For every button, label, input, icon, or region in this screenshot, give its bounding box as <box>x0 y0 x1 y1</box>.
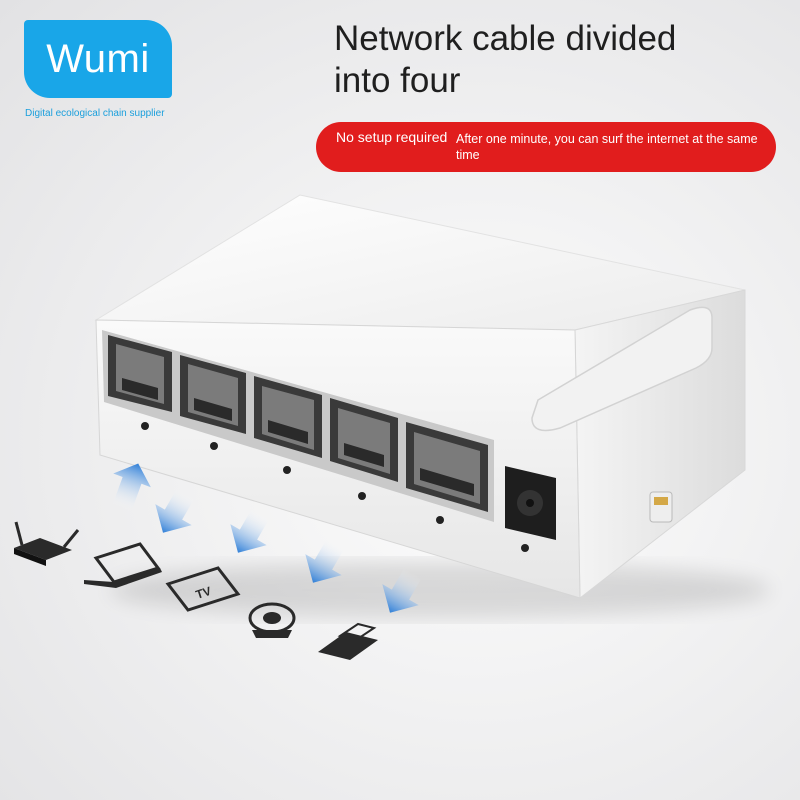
switch-top <box>94 194 746 331</box>
downlink-arrow <box>230 507 270 553</box>
brand-logo: Wumi <box>24 20 172 98</box>
headline-line-1: Network cable divided <box>334 19 677 58</box>
port-led <box>358 492 366 500</box>
rj45-plug <box>649 491 673 523</box>
tv-icon: TV <box>165 566 241 612</box>
ethernet-port <box>108 335 172 412</box>
downlink-arrow <box>155 487 195 533</box>
ethernet-port <box>180 355 246 434</box>
ethernet-port <box>330 398 398 482</box>
port-led <box>210 442 218 450</box>
brand-tagline: Digital ecological chain supplier <box>25 108 165 119</box>
feature-banner: No setup required After one minute, you … <box>316 122 776 172</box>
power-port <box>505 466 556 540</box>
downlink-arrow <box>382 567 422 613</box>
downlink-arrow <box>305 537 345 583</box>
laptop-icon <box>84 542 162 588</box>
headline-line-2: into four <box>334 61 461 100</box>
webcam-icon <box>248 602 296 638</box>
port-led <box>283 466 291 474</box>
banner-right-text: After one minute, you can surf the inter… <box>456 132 758 162</box>
card-reader-icon <box>318 622 378 660</box>
port-led <box>436 516 444 524</box>
brand-name: Wumi <box>46 36 150 81</box>
power-led <box>521 544 529 552</box>
port-led <box>141 422 149 430</box>
router-icon <box>14 521 80 566</box>
headline: Network cable divided into four <box>334 18 774 102</box>
ethernet-port <box>406 422 488 512</box>
banner-left-text: No setup required <box>336 129 448 145</box>
indicator-strip <box>531 306 713 432</box>
tv-icon-label: TV <box>194 584 213 602</box>
uplink-arrow <box>112 463 151 512</box>
ethernet-port <box>254 376 322 458</box>
network-switch <box>94 194 746 600</box>
